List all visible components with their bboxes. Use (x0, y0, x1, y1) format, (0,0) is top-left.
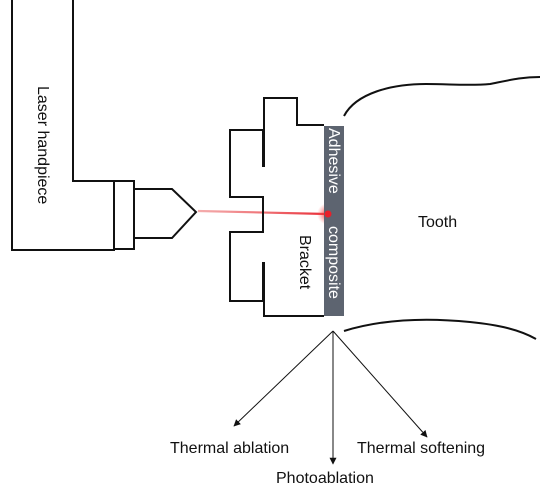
arrow-thermal-softening (332, 330, 428, 438)
handpiece-nozzle (134, 188, 198, 239)
handpiece-body (11, 0, 115, 251)
handpiece-collar (113, 180, 135, 250)
tooth-crown-outline (343, 76, 541, 117)
bracket-label: Bracket (296, 235, 313, 290)
adhesive-label: Adhesive (325, 128, 342, 194)
bracket-outline (229, 97, 324, 317)
adhesive-composite-layer: Adhesive composite (324, 126, 344, 316)
thermal-ablation-label: Thermal ablation (170, 440, 289, 457)
photoablation-label: Photoablation (276, 470, 374, 487)
tooth-root-outline (343, 318, 537, 340)
arrow-thermal-ablation (233, 330, 334, 427)
composite-label: composite (325, 226, 342, 299)
laser-handpiece: Laser handpiece (11, 0, 198, 251)
thermal-softening-label: Thermal softening (357, 440, 485, 457)
tooth-label: Tooth (418, 214, 457, 231)
bracket: Bracket (229, 97, 324, 317)
adhesive-strip (324, 126, 344, 316)
tooth: Tooth (343, 76, 541, 340)
strip-laser-spot (324, 210, 332, 218)
laser-handpiece-label: Laser handpiece (34, 86, 51, 204)
mechanism-arrows (233, 330, 428, 465)
